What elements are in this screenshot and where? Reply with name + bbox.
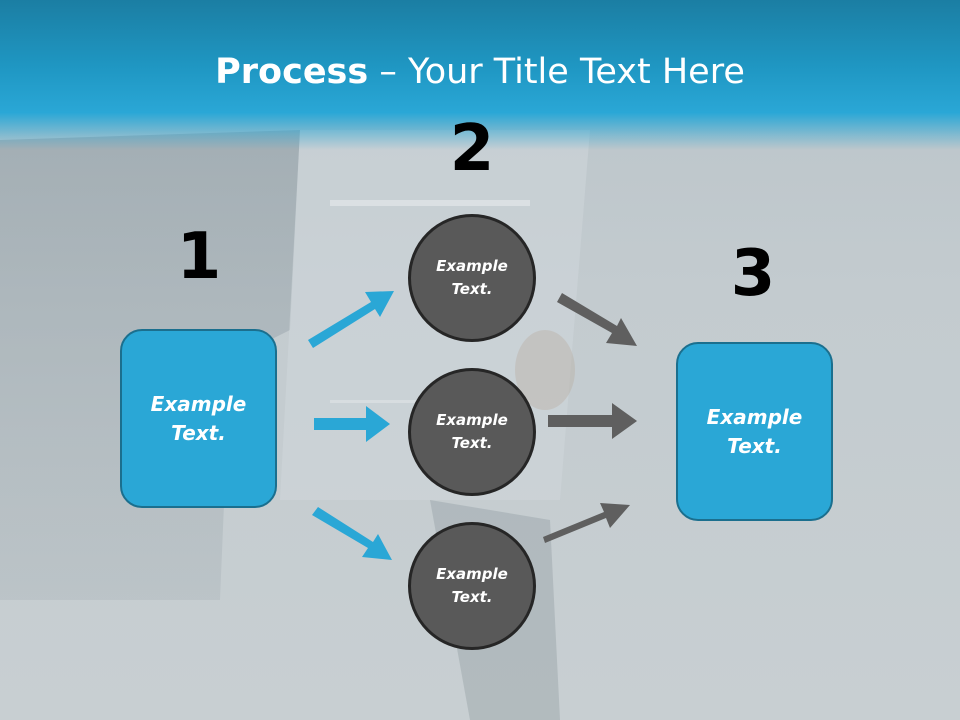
step-3-box: Example Text.: [676, 342, 833, 521]
step-2-text-top: Example Text.: [436, 257, 508, 298]
slide-title: Process – Your Title Text Here: [0, 52, 960, 92]
step-2-circle-middle: Example Text.: [408, 368, 536, 496]
step-3-text: Example Text.: [706, 404, 803, 458]
step-2-text-bottom: Example Text.: [436, 565, 508, 606]
step-number-3: 3: [730, 237, 776, 311]
step-number-1: 1: [176, 220, 222, 294]
blue-arrow-mid: [314, 406, 390, 442]
step-1-text: Example Text.: [150, 391, 247, 445]
dark-arrow-up: [543, 503, 630, 543]
blue-arrow-up: [308, 291, 394, 348]
title-bold: Process: [215, 52, 369, 92]
title-rest: – Your Title Text Here: [368, 52, 745, 92]
step-1-box: Example Text.: [120, 329, 277, 508]
dark-arrow-down: [557, 293, 637, 346]
step-2-text-middle: Example Text.: [436, 411, 508, 452]
blue-arrow-down: [312, 507, 392, 560]
dark-arrow-mid: [548, 403, 637, 439]
step-2-circle-top: Example Text.: [408, 214, 536, 342]
step-2-circle-bottom: Example Text.: [408, 522, 536, 650]
step-number-2: 2: [449, 112, 495, 186]
header-band: [0, 0, 960, 150]
